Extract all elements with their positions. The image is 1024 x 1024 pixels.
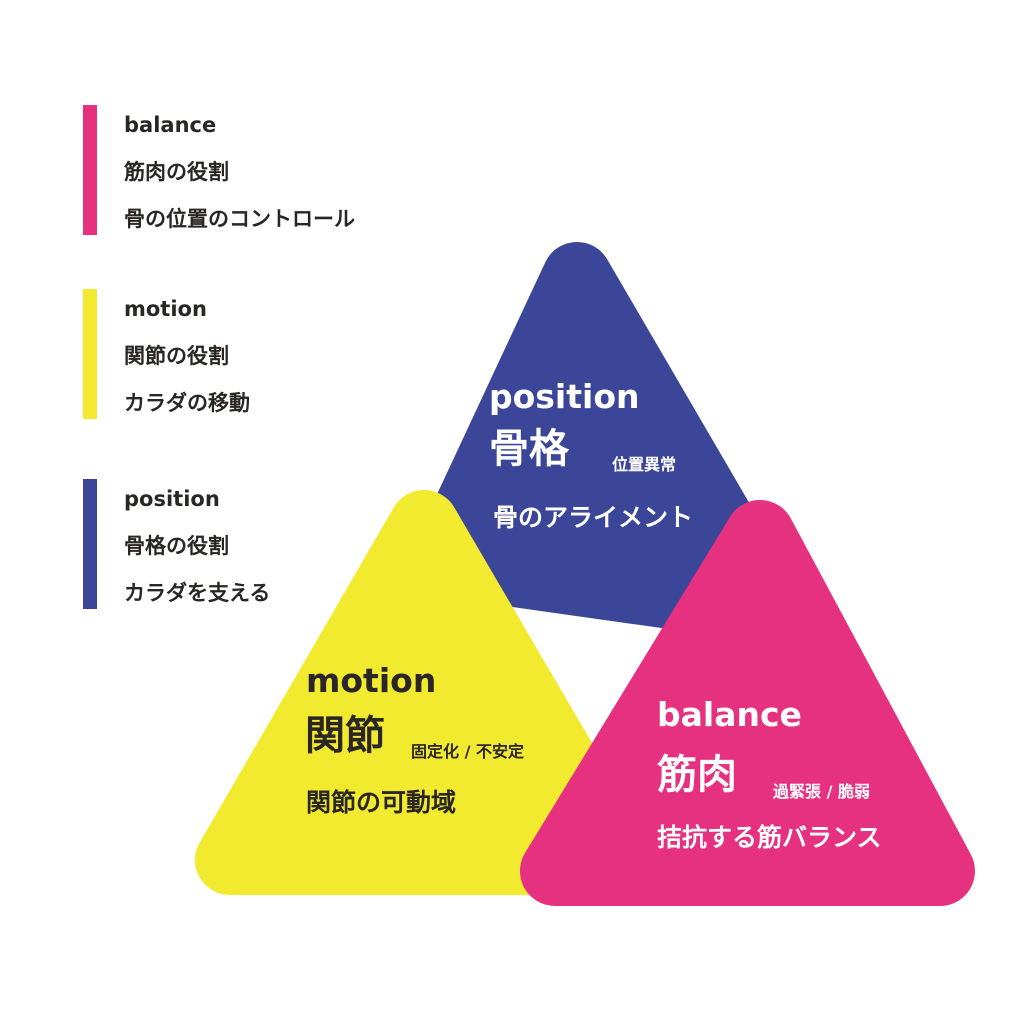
motion-issue-label: 固定化 / 不安定 bbox=[411, 742, 524, 761]
triangle-motion bbox=[195, 490, 655, 895]
legend-balance-detail: 骨の位置のコントロール bbox=[124, 207, 355, 231]
legend-balance-title: balance bbox=[124, 113, 217, 137]
balance-en-label: balance bbox=[657, 695, 802, 734]
motion-desc-label: 関節の可動域 bbox=[306, 788, 457, 817]
motion-en-label: motion bbox=[306, 661, 437, 700]
balance-kanji-label: 筋肉 bbox=[657, 752, 737, 798]
position-kanji-label: 骨格 bbox=[489, 426, 569, 472]
legend-position-title: position bbox=[124, 487, 220, 511]
legend-motion-role: 関節の役割 bbox=[124, 344, 229, 368]
position-desc-label: 骨のアライメント bbox=[493, 503, 694, 532]
motion-kanji-label: 関節 bbox=[305, 713, 385, 759]
legend-color-bar-motion bbox=[83, 289, 97, 419]
legend-color-bar-balance bbox=[83, 105, 97, 235]
position-issue-label: 位置異常 bbox=[612, 455, 677, 474]
triangle-balance bbox=[520, 500, 975, 906]
legend-motion-detail: カラダの移動 bbox=[124, 391, 250, 415]
legend-balance-role: 筋肉の役割 bbox=[124, 160, 229, 184]
legend-position-detail: カラダを支える bbox=[124, 581, 271, 605]
triangle-position bbox=[409, 242, 805, 643]
legend-position-role: 骨格の役割 bbox=[124, 534, 229, 558]
balance-issue-label: 過緊張 / 脆弱 bbox=[773, 782, 870, 801]
legend-motion-title: motion bbox=[124, 297, 207, 321]
balance-desc-label: 拮抗する筋バランス bbox=[657, 823, 882, 852]
position-en-label: position bbox=[489, 377, 640, 416]
legend-color-bar-position bbox=[83, 479, 97, 609]
